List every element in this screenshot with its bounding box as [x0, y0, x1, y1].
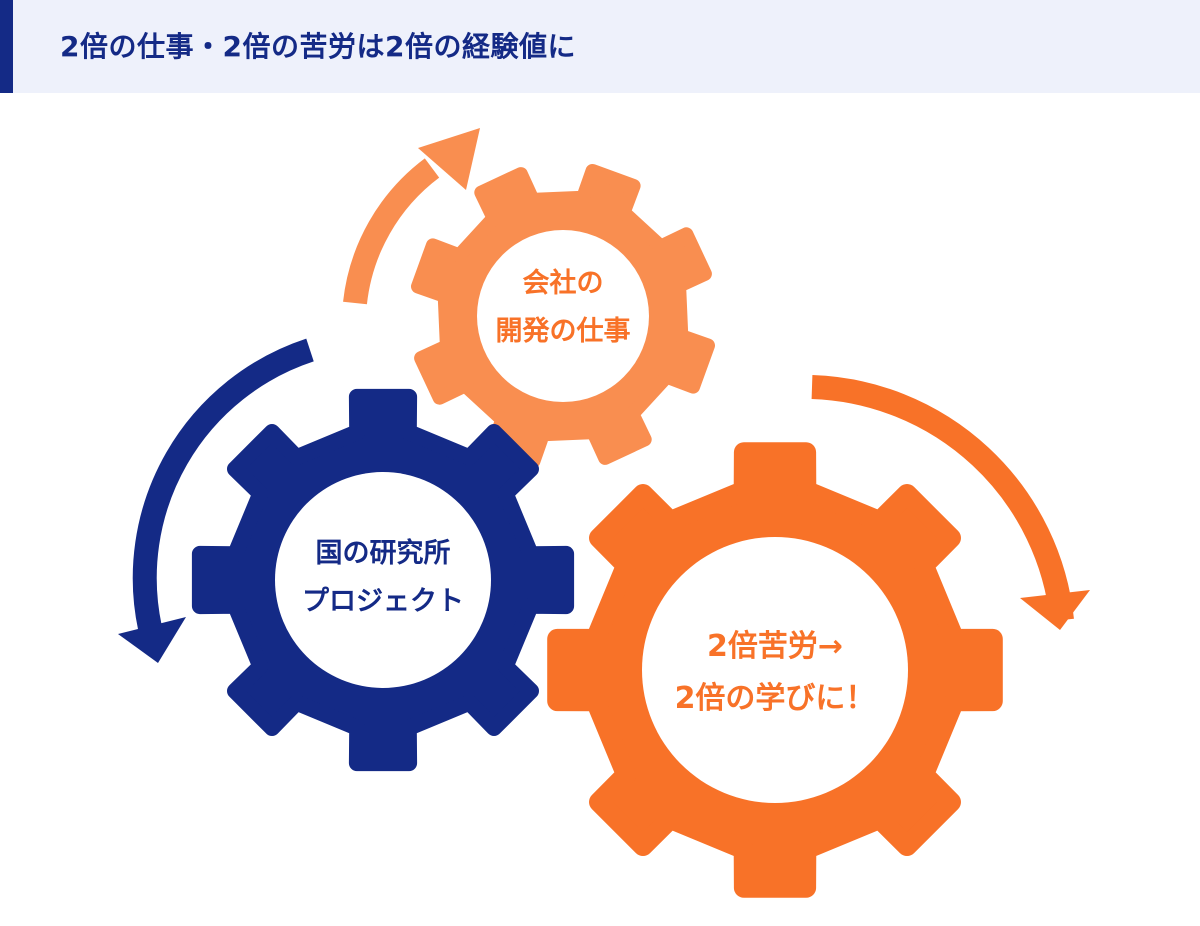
header-accent-bar [0, 0, 13, 93]
gear-right-hub [642, 537, 908, 803]
page-title: 2倍の仕事・2倍の苦労は2倍の経験値に [60, 30, 576, 63]
gear-right: 2倍苦労→ 2倍の学びに！ [547, 442, 1003, 898]
arrow-right-icon [811, 375, 1090, 630]
gear-left-label-line2: プロジェクト [302, 586, 464, 617]
arrow-left-icon [118, 338, 314, 663]
gear-right-label-line1: 2倍苦労→ [707, 629, 843, 664]
arrow-top-icon [343, 128, 480, 305]
gear-top-label-line2: 開発の仕事 [496, 316, 631, 347]
header-bar [0, 0, 1200, 93]
gear-left-hub [275, 472, 491, 688]
gear-left: 国の研究所 プロジェクト [191, 388, 575, 772]
gear-top-hub [477, 230, 649, 402]
gear-left-label-line1: 国の研究所 [316, 537, 451, 569]
gear-right-label-line2: 2倍の学びに！ [675, 681, 876, 716]
gear-top-label-line1: 会社の [523, 267, 604, 299]
gear-top: 会社の 開発の仕事 [411, 164, 715, 468]
